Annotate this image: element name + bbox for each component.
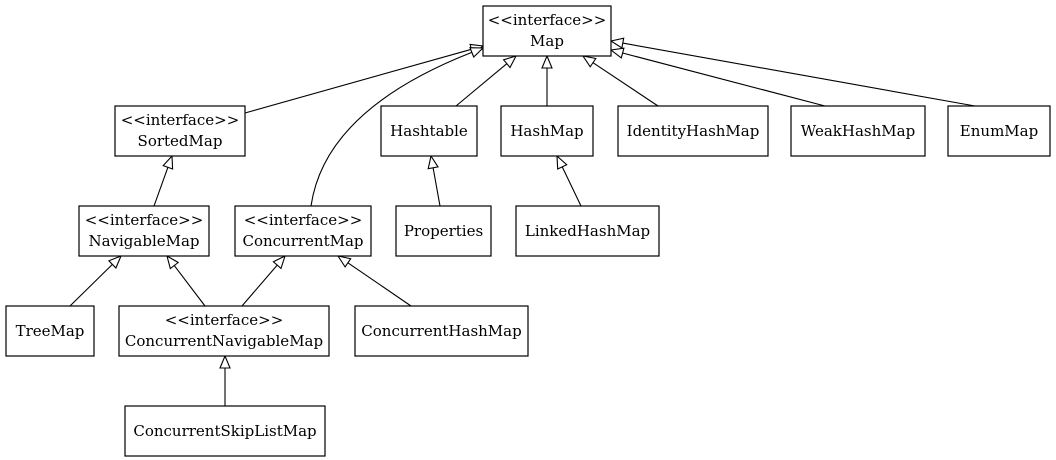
inheritance-arrowhead bbox=[166, 254, 180, 270]
node-box-concurrentnavigablemap bbox=[118, 305, 330, 357]
node-box-concurrenthashmap bbox=[354, 305, 529, 357]
node-box-identityhashmap bbox=[617, 105, 769, 157]
node-label: ConcurrentSkipListMap bbox=[133, 422, 316, 440]
edge-line bbox=[432, 167, 441, 207]
node-stereotype: <<interface>> bbox=[121, 111, 240, 129]
edge-concurrenthashmap-to-concurrentmap bbox=[336, 255, 412, 307]
node-label: EnumMap bbox=[960, 122, 1038, 140]
node-box-linkedhashmap bbox=[515, 205, 660, 257]
node-map: <<interface>> Map bbox=[482, 5, 612, 57]
inheritance-arrowhead bbox=[581, 55, 597, 68]
node-stereotype: <<interface>> bbox=[488, 11, 607, 29]
edge-line bbox=[69, 264, 113, 307]
edge-hashtable-to-map bbox=[455, 55, 518, 107]
node-box-map bbox=[482, 5, 612, 57]
node-label: SortedMap bbox=[138, 132, 223, 150]
edge-concurrentmap-to-map bbox=[310, 47, 485, 207]
node-enummap: EnumMap bbox=[947, 105, 1051, 157]
node-box-hashmap bbox=[500, 105, 594, 157]
node-properties: Properties bbox=[395, 205, 492, 257]
inheritance-arrowhead bbox=[336, 255, 352, 268]
node-box-concurrentmap bbox=[234, 205, 372, 257]
node-hashmap: HashMap bbox=[500, 105, 594, 157]
inheritance-arrowhead bbox=[556, 154, 568, 170]
node-label: TreeMap bbox=[16, 322, 85, 340]
edges-layer bbox=[69, 37, 976, 406]
edge-concurrentskiplistmap-to-concurrentnavigablemap bbox=[219, 354, 231, 406]
edge-line bbox=[244, 48, 472, 114]
node-box-concurrentskiplistmap bbox=[124, 405, 326, 457]
inheritance-arrowhead bbox=[219, 354, 231, 369]
node-label: LinkedHashMap bbox=[525, 222, 650, 240]
edge-line bbox=[455, 63, 508, 107]
node-hashtable: Hashtable bbox=[380, 105, 478, 157]
edge-navigablemap-to-sortedmap bbox=[153, 154, 174, 207]
edge-line bbox=[622, 42, 976, 107]
inheritance-arrowhead bbox=[427, 154, 439, 170]
edge-line bbox=[561, 166, 582, 207]
node-label: IdentityHashMap bbox=[627, 122, 760, 140]
nodes-layer: <<interface>> Map <<interface>> SortedMap Ha… bbox=[5, 5, 1051, 457]
edge-line bbox=[622, 52, 826, 107]
node-concurrentskiplistmap: ConcurrentSkipListMap bbox=[124, 405, 326, 457]
edge-line bbox=[153, 167, 169, 207]
node-label: Properties bbox=[404, 222, 483, 240]
edge-treemap-to-navigablemap bbox=[69, 255, 123, 307]
edge-identityhashmap-to-map bbox=[581, 55, 659, 107]
node-label: WeakHashMap bbox=[801, 122, 915, 140]
node-box-sortedmap bbox=[114, 105, 246, 157]
edge-line bbox=[592, 62, 659, 107]
node-weakhashmap: WeakHashMap bbox=[790, 105, 926, 157]
node-stereotype: <<interface>> bbox=[244, 211, 363, 229]
node-box-weakhashmap bbox=[790, 105, 926, 157]
node-concurrenthashmap: ConcurrentHashMap bbox=[354, 305, 529, 357]
node-sortedmap: <<interface>> SortedMap bbox=[114, 105, 246, 157]
node-label: ConcurrentMap bbox=[242, 232, 363, 250]
inheritance-arrowhead bbox=[469, 47, 485, 58]
edge-concurrentnavigablemap-to-concurrentmap bbox=[241, 254, 286, 307]
node-label: ConcurrentNavigableMap bbox=[125, 332, 323, 350]
edge-sortedmap-to-map bbox=[244, 43, 485, 114]
node-label: Hashtable bbox=[390, 122, 468, 140]
inheritance-arrowhead bbox=[609, 47, 625, 59]
inheritance-arrowhead bbox=[272, 254, 286, 270]
node-identityhashmap: IdentityHashMap bbox=[617, 105, 769, 157]
inheritance-arrowhead bbox=[541, 54, 553, 69]
inheritance-arrowhead bbox=[162, 154, 174, 170]
node-concurrentmap: <<interface>> ConcurrentMap bbox=[234, 205, 372, 257]
inheritance-arrowhead bbox=[107, 255, 123, 269]
inheritance-arrowhead bbox=[502, 55, 518, 69]
node-box-hashtable bbox=[380, 105, 478, 157]
edge-enummap-to-map bbox=[609, 37, 976, 107]
edge-line bbox=[310, 51, 473, 207]
edge-line bbox=[347, 262, 412, 307]
node-label: HashMap bbox=[510, 122, 583, 140]
edge-properties-to-hashtable bbox=[427, 154, 441, 207]
node-navigablemap: <<interface>> NavigableMap bbox=[78, 205, 210, 257]
node-box-navigablemap bbox=[78, 205, 210, 257]
inheritance-arrowhead bbox=[609, 37, 625, 49]
edge-hashmap-to-map bbox=[541, 54, 553, 106]
edge-weakhashmap-to-map bbox=[609, 47, 826, 107]
node-label: NavigableMap bbox=[88, 232, 199, 250]
edge-concurrentnavigablemap-to-navigablemap bbox=[166, 254, 206, 307]
edge-linkedhashmap-to-hashmap bbox=[556, 154, 582, 207]
edge-line bbox=[173, 265, 206, 307]
node-treemap: TreeMap bbox=[5, 305, 95, 357]
node-linkedhashmap: LinkedHashMap bbox=[515, 205, 660, 257]
edge-line bbox=[241, 264, 278, 307]
node-box-treemap bbox=[5, 305, 95, 357]
node-box-properties bbox=[395, 205, 492, 257]
node-label: ConcurrentHashMap bbox=[361, 322, 521, 340]
node-box-enummap bbox=[947, 105, 1051, 157]
node-label: Map bbox=[530, 32, 564, 50]
node-concurrentnavigablemap: <<interface>> ConcurrentNavigableMap bbox=[118, 305, 330, 357]
node-stereotype: <<interface>> bbox=[165, 311, 284, 329]
node-stereotype: <<interface>> bbox=[85, 211, 204, 229]
